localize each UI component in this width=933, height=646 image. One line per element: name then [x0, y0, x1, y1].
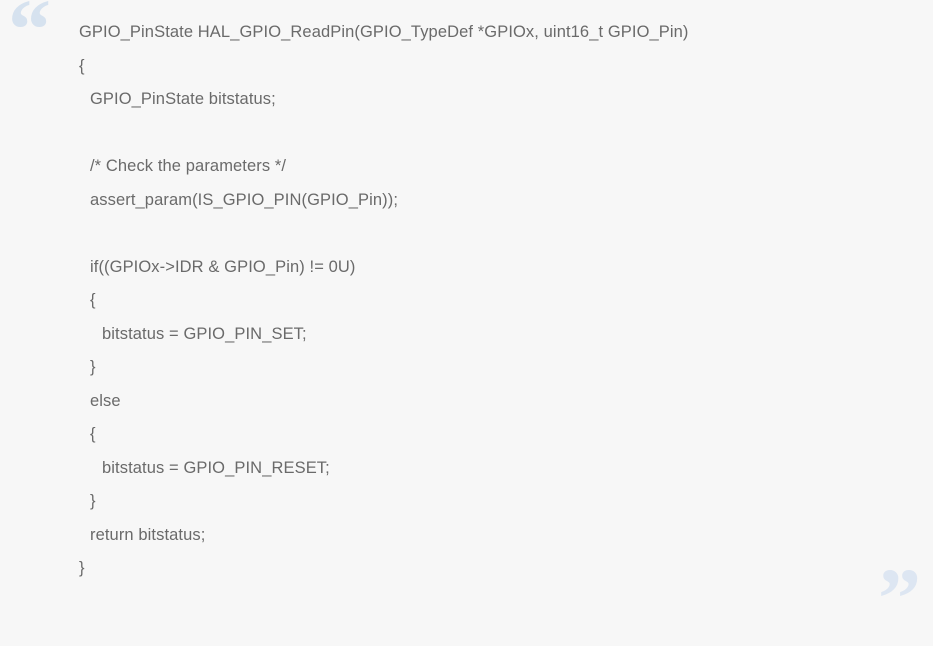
- open-quote-icon: “: [8, 0, 51, 77]
- code-line: {: [90, 425, 96, 443]
- code-line-blank: [79, 117, 913, 151]
- code-line: {: [90, 291, 96, 309]
- code-block: GPIO_PinState HAL_GPIO_ReadPin(GPIO_Type…: [79, 16, 913, 586]
- code-line: {: [79, 56, 85, 75]
- code-line: assert_param(IS_GPIO_PIN(GPIO_Pin));: [90, 190, 399, 209]
- code-line: GPIO_PinState bitstatus;: [90, 90, 276, 108]
- code-line: }: [79, 559, 85, 577]
- code-blockquote: “ GPIO_PinState HAL_GPIO_ReadPin(GPIO_Ty…: [8, 0, 921, 641]
- code-line: GPIO_PinState HAL_GPIO_ReadPin(GPIO_Type…: [79, 23, 689, 41]
- code-line: return bitstatus;: [90, 525, 206, 544]
- code-line: }: [90, 358, 96, 376]
- code-line: /* Check the parameters */: [90, 157, 287, 175]
- code-line: bitstatus = GPIO_PIN_SET;: [102, 324, 307, 343]
- code-line: if((GPIOx->IDR & GPIO_Pin) != 0U): [90, 257, 356, 276]
- code-line: }: [90, 492, 96, 510]
- code-line: else: [90, 391, 121, 410]
- code-line-blank: [79, 217, 913, 251]
- code-line: bitstatus = GPIO_PIN_RESET;: [102, 458, 330, 477]
